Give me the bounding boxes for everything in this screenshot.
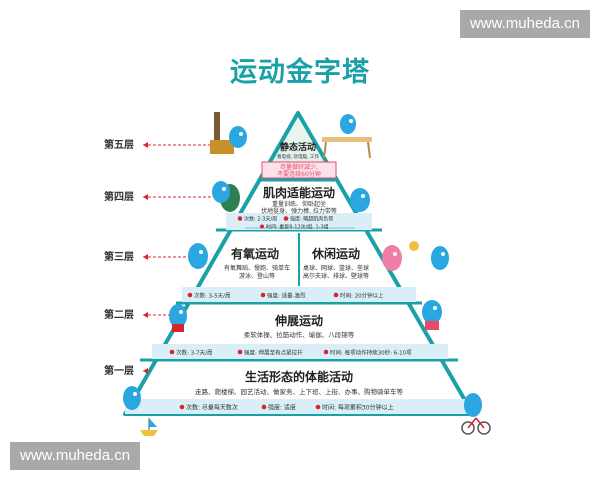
level1-stat-frequency: 次数: 尽量每天数次: [179, 404, 238, 412]
floor-label-5: 第五层: [104, 138, 216, 151]
figure-flexing-icon: [350, 188, 370, 212]
floor-label-4: 第四层: [104, 190, 212, 203]
floor-label-2: 第二层: [104, 308, 172, 321]
level1-stat-intensity: 强度: 适度: [261, 404, 296, 412]
level2-line1: 柔软体操、拉筋动作、瑜伽、八段锦等: [244, 330, 355, 339]
watermark-top: www.muheda.cn: [459, 10, 590, 38]
level3-right-line1: 桌球、网球、篮球、垒球: [303, 264, 369, 272]
level1-line1: 走路、爬楼梯、园艺活动、做家务、上下班、上街、办事、购物骑单车等: [195, 387, 404, 396]
svg-text:第四层: 第四层: [104, 190, 134, 203]
level5-advice-line1: 尽量做好减少,: [280, 163, 318, 171]
level1-stat-duration: 时间: 每项累积30分钟以上: [315, 404, 394, 412]
svg-text:时间: 20分钟以上: 时间: 20分钟以上: [340, 292, 384, 300]
svg-text:次数: 3-5天/周: 次数: 3-5天/周: [194, 292, 230, 300]
svg-text:次数: 尽量每天数次: 次数: 尽量每天数次: [186, 404, 238, 412]
svg-text:强度: 伸展至有点紧拉扦: 强度: 伸展至有点紧拉扦: [244, 349, 303, 357]
figure-walking-icon: [123, 386, 141, 410]
level3-left-line1: 有氧舞蹈、慢跑、骑单车: [224, 264, 290, 272]
svg-text:时间: 每项累积30分钟以上: 时间: 每项累积30分钟以上: [322, 404, 394, 412]
watermark-bottom: www.muheda.cn: [10, 442, 141, 470]
level2-stat-intensity: 强度: 伸展至有点紧拉扦: [237, 349, 303, 357]
level4-stat-duration-label: 时间: 重复8-12次/组, 1-3组: [266, 224, 329, 231]
person-reading-icon: [210, 112, 247, 154]
level1-heading: 生活形态的体能活动: [245, 369, 353, 384]
level3-right-heading: 休闲运动: [311, 246, 360, 261]
svg-text:时间: 每项动作持续30秒: 6-10项: 时间: 每项动作持续30秒: 6-10项: [330, 349, 412, 357]
svg-text:第五层: 第五层: [104, 138, 134, 151]
figure-stretching-icon: [169, 304, 187, 332]
figure-dancing-icon: [382, 241, 419, 271]
boat-icon: [140, 418, 158, 436]
level3-stat-frequency: 次数: 3-5天/周: [187, 292, 230, 300]
level5-advice-box: [261, 161, 337, 179]
level3-left-heading: 有氧运动: [231, 246, 279, 261]
level3-stat-intensity: 强度: 适量-激烈: [260, 292, 306, 300]
level4-stat-duration-row: 时间: 重复8-12次/组, 1-3组: [260, 224, 329, 231]
level3-stat-duration: 时间: 20分钟以上: [333, 292, 384, 300]
svg-text:强度: 适度: 强度: 适度: [268, 404, 296, 412]
figure-sitting-icon: [322, 114, 372, 159]
level2-stat-frequency: 次数: 3-7天/周: [169, 349, 212, 357]
level5-advice-line2: 不要连续60分钟: [277, 170, 321, 178]
floor-label-1: 第一层: [104, 364, 150, 377]
level1-stat-bar: [125, 399, 473, 414]
svg-text:强度: 适量-激烈: 强度: 适量-激烈: [267, 292, 306, 300]
level2-heading: 伸展运动: [274, 313, 323, 328]
svg-text:第二层: 第二层: [104, 308, 134, 321]
level3-left-line2: 游泳、登山等: [239, 272, 275, 280]
floor-label-3: 第三层: [104, 250, 190, 263]
level5-detail: 看电视, 玩电脑, 工作: [277, 153, 319, 160]
level2-stat-duration: 时间: 每项动作持续30秒: 6-10项: [323, 349, 412, 357]
svg-text:次数: 3-7天/周: 次数: 3-7天/周: [176, 349, 212, 357]
svg-text:第三层: 第三层: [104, 250, 134, 263]
figure-lifting-weights-icon: [212, 181, 240, 212]
level4-heading: 肌肉适能运动: [262, 185, 335, 200]
figure-playing-ball-icon: [188, 243, 208, 269]
figure-yoga-icon: [422, 300, 442, 330]
svg-text:强度: 略超肌肉负荷: 强度: 略超肌肉负荷: [290, 216, 333, 223]
level4-line1: 重量训练、仰卧起坐: [272, 200, 326, 208]
level5-heading: 静态活动: [280, 141, 316, 153]
level2-stat-bar: [152, 344, 448, 359]
level4-line2: 伏地挺身、弹力棒, 拉力带等: [261, 207, 337, 215]
level4-stat-intensity: 强度: 略超肌肉负荷: [283, 216, 333, 223]
level3-stat-bar: [182, 287, 416, 302]
figure-jumping-icon: [431, 246, 449, 270]
bicycle-icon: [461, 393, 491, 435]
page-title: 运动金字塔: [230, 57, 370, 88]
svg-text:次数: 2-3天/周: 次数: 2-3天/周: [244, 216, 277, 223]
level4-stat-frequency: 次数: 2-3天/周: [237, 216, 277, 223]
level3-right-line2: 高尔夫球、排球、壁球等: [303, 272, 369, 280]
svg-text:第一层: 第一层: [104, 364, 134, 377]
